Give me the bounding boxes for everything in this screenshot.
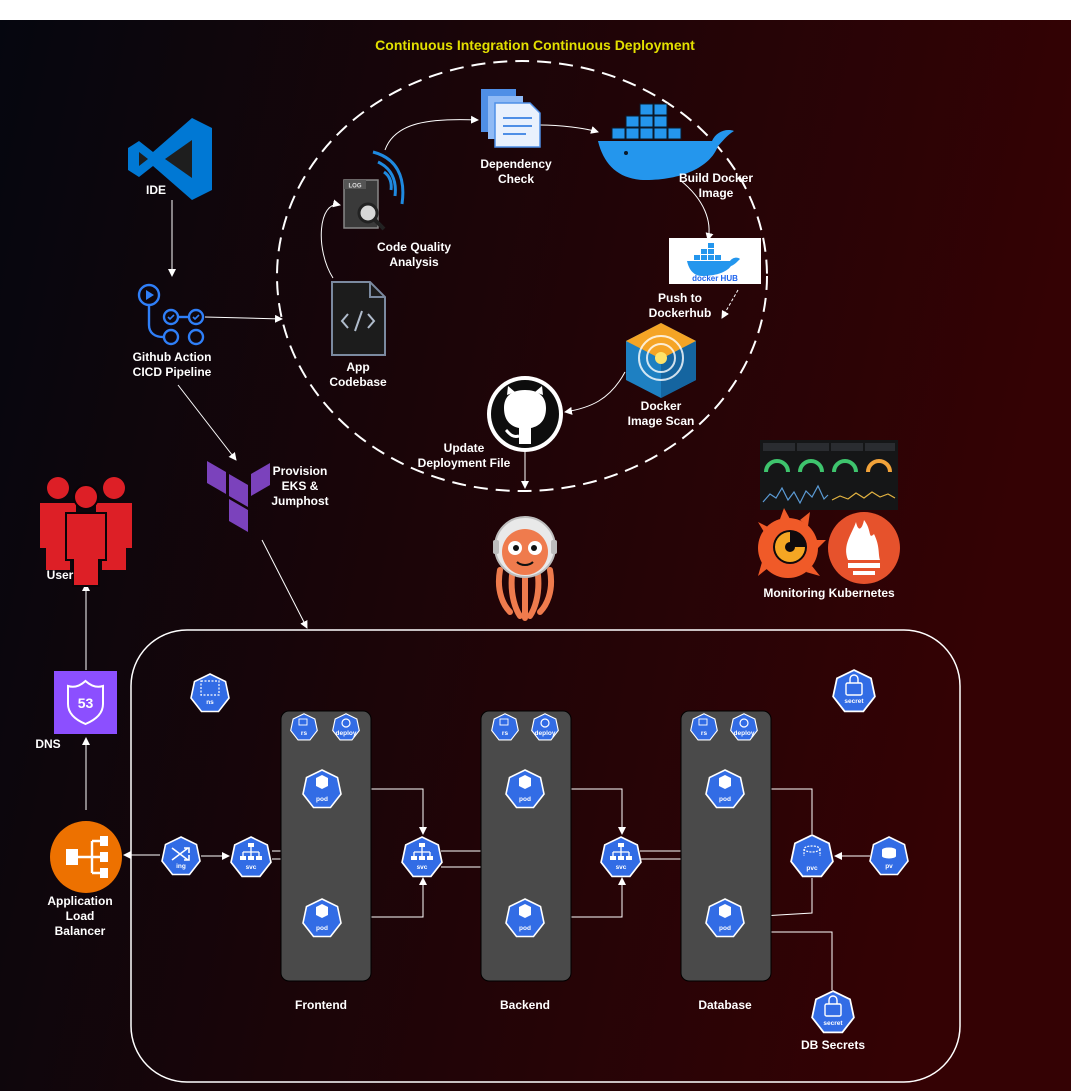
ide-label: IDE [146, 183, 166, 197]
dockerhub-logo-icon: docker HUB [669, 238, 761, 284]
load-balancer-icon [50, 821, 122, 893]
balancer-label: Balancer [55, 924, 106, 938]
k8s-replicaset-icon: rs [690, 713, 718, 741]
dns-label: DNS [35, 737, 60, 751]
load-label: Load [66, 909, 95, 923]
k8s-deployment-icon: deploy [332, 713, 360, 741]
github-action-label: Github Action [133, 350, 212, 364]
user-label: User [47, 568, 74, 582]
svg-text:rs: rs [301, 730, 308, 737]
svg-text:svc: svc [246, 864, 257, 871]
svg-text:secret: secret [844, 698, 864, 705]
k8s-pod-backend-1: pod [505, 769, 545, 809]
frontend-tier-panel [280, 710, 372, 982]
argocd-octopus-icon [493, 516, 557, 621]
svg-text:pod: pod [316, 925, 328, 932]
grafana-dashboard-thumbnail [760, 440, 898, 510]
build-docker-label: Build Docker [679, 171, 753, 185]
application-label: Application [47, 894, 112, 908]
k8s-deployment-icon: deploy [730, 713, 758, 741]
svg-text:pod: pod [519, 925, 531, 932]
svg-text:docker HUB: docker HUB [692, 274, 738, 283]
k8s-service-database: svc [600, 836, 642, 878]
k8s-pod-frontend-2: pod [302, 898, 342, 938]
route53-icon: 53 [54, 671, 117, 734]
svg-text:LOG: LOG [349, 184, 362, 190]
analysis-label: Analysis [389, 255, 439, 269]
svg-text:rs: rs [502, 730, 509, 737]
k8s-pod-database-1: pod [705, 769, 745, 809]
dockerhub-label: Dockerhub [649, 306, 712, 320]
db-secrets-label: DB Secrets [801, 1038, 865, 1052]
backend-tier-panel [480, 710, 572, 982]
monitoring-kubernetes-label: Monitoring Kubernetes [763, 586, 895, 600]
push-to-label: Push to [658, 291, 702, 305]
svg-text:deploy: deploy [734, 730, 755, 737]
k8s-ingress-icon: ing [161, 836, 201, 876]
image-label: Image [699, 186, 734, 200]
k8s-pod-frontend-1: pod [302, 769, 342, 809]
svg-text:ing: ing [176, 863, 186, 870]
k8s-pod-database-2: pod [705, 898, 745, 938]
terraform-icon [207, 461, 270, 532]
vscode-ide-icon [128, 118, 212, 200]
code-quality-label: Code Quality [377, 240, 451, 254]
svg-text:pod: pod [316, 796, 328, 803]
eks-cluster-boundary [130, 629, 961, 1083]
image-scan-label: Image Scan [628, 414, 695, 428]
svg-text:svc: svc [616, 864, 627, 871]
k8s-db-secret-icon: secret [811, 990, 855, 1034]
svg-text:rs: rs [701, 730, 708, 737]
svg-text:53: 53 [78, 695, 94, 711]
svg-text:svc: svc [417, 864, 428, 871]
users-group-icon [40, 477, 132, 587]
frontend-label: Frontend [295, 998, 347, 1012]
grafana-logo-icon [758, 508, 826, 578]
provision-label: Provision [273, 464, 328, 478]
svg-text:secret: secret [823, 1020, 843, 1027]
log-magnifier-icon: LOG [343, 150, 405, 231]
database-label: Database [698, 998, 752, 1012]
deployment-file-label: Deployment File [418, 456, 511, 470]
k8s-service-frontend: svc [230, 836, 272, 878]
k8s-pvc-icon: pvc [790, 834, 834, 878]
database-tier-panel [680, 710, 772, 982]
docker-label: Docker [641, 399, 682, 413]
codebase-label: Codebase [329, 375, 387, 389]
k8s-deployment-icon: deploy [531, 713, 559, 741]
ci-loop-dashed-circle [276, 60, 768, 492]
svg-text:pod: pod [719, 796, 731, 803]
diagram-title: Continuous Integration Continuous Deploy… [375, 37, 695, 53]
github-actions-icon [137, 283, 205, 346]
file-code-icon [331, 281, 386, 356]
docker-whale-icon [598, 103, 734, 180]
jumphost-label: Jumphost [271, 494, 328, 508]
svg-text:pod: pod [719, 925, 731, 932]
dependency-label: Dependency [480, 157, 552, 171]
backend-label: Backend [500, 998, 550, 1012]
k8s-pv-icon: pv [869, 836, 909, 876]
k8s-namespace-icon: ns [190, 673, 230, 713]
k8s-secret-icon: secret [832, 669, 876, 713]
prometheus-logo-icon [828, 512, 900, 584]
svg-text:pvc: pvc [806, 865, 818, 872]
svg-text:deploy: deploy [535, 730, 556, 737]
k8s-pod-backend-2: pod [505, 898, 545, 938]
update-label: Update [444, 441, 485, 455]
github-octocat-icon [487, 376, 563, 452]
app-label: App [346, 360, 369, 374]
check-label: Check [498, 172, 534, 186]
image-scan-cube-icon [626, 323, 696, 398]
k8s-service-backend: svc [401, 836, 443, 878]
svg-text:ns: ns [206, 699, 214, 706]
documents-icon [481, 89, 541, 148]
svg-text:deploy: deploy [336, 730, 357, 737]
eks-label: EKS & [282, 479, 319, 493]
svg-text:pv: pv [885, 863, 893, 870]
k8s-replicaset-icon: rs [290, 713, 318, 741]
cicd-pipeline-label: CICD Pipeline [133, 365, 212, 379]
svg-text:pod: pod [519, 796, 531, 803]
k8s-replicaset-icon: rs [491, 713, 519, 741]
